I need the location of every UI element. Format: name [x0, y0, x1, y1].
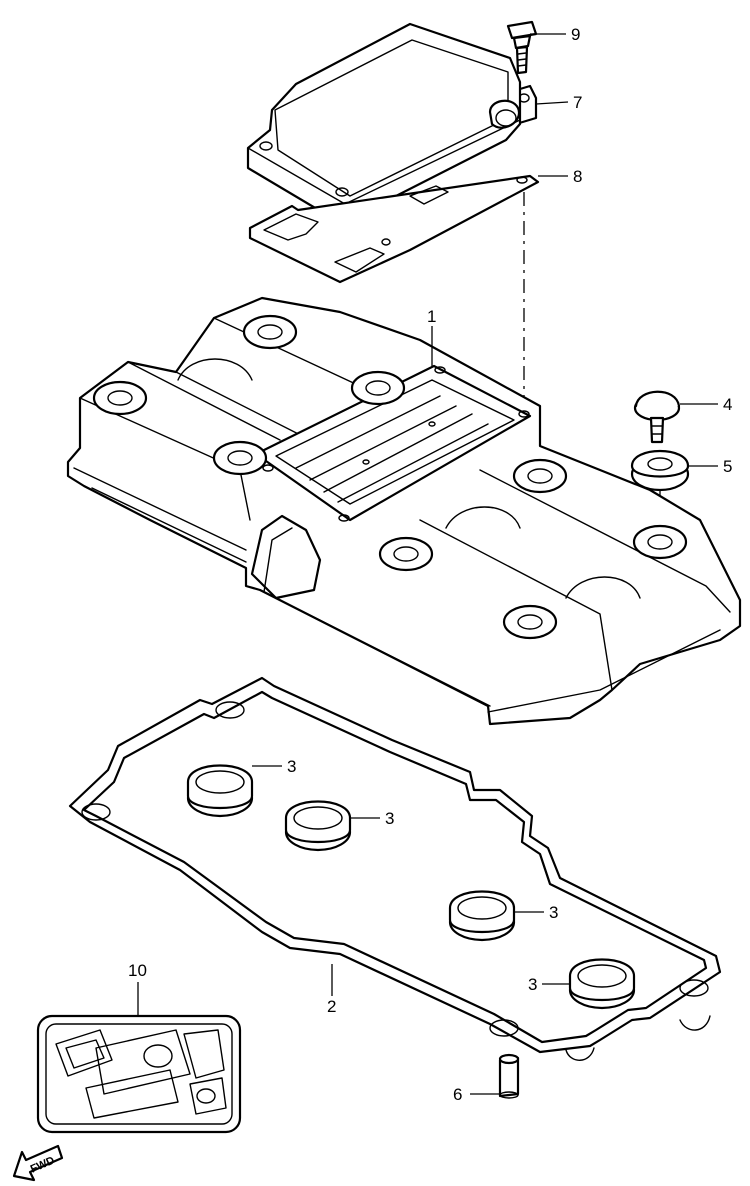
- plug-gasket-3b[interactable]: [284, 800, 352, 852]
- callout-7: 7: [573, 93, 582, 112]
- leader-lines: [137, 33, 718, 1095]
- gasket-8[interactable]: [248, 174, 540, 284]
- callout-3c: 3: [549, 903, 558, 922]
- callout-4: 4: [723, 395, 732, 414]
- callout-8: 8: [573, 167, 582, 186]
- callout-2: 2: [327, 997, 336, 1016]
- fwd-arrow-icon: [12, 1144, 64, 1182]
- cylinder-head-cover-1[interactable]: [66, 296, 742, 726]
- callout-1: 1: [427, 307, 436, 326]
- callout-3a: 3: [287, 757, 296, 776]
- callout-3d: 3: [528, 975, 537, 994]
- callout-6: 6: [453, 1085, 462, 1104]
- callout-3b: 3: [385, 809, 394, 828]
- dowel-pin-6[interactable]: [498, 1053, 520, 1099]
- grommet-5[interactable]: [630, 449, 690, 492]
- plug-gasket-3a[interactable]: [186, 764, 254, 818]
- callout-9: 9: [571, 25, 580, 44]
- callout-5: 5: [723, 457, 732, 476]
- gasket-set-10[interactable]: [36, 1014, 242, 1134]
- plug-gasket-3c[interactable]: [448, 890, 516, 942]
- callout-10: 10: [128, 961, 147, 980]
- cap-bolt-4[interactable]: [633, 390, 681, 444]
- breather-cover[interactable]: [246, 22, 522, 224]
- plug-gasket-3d[interactable]: [568, 958, 636, 1010]
